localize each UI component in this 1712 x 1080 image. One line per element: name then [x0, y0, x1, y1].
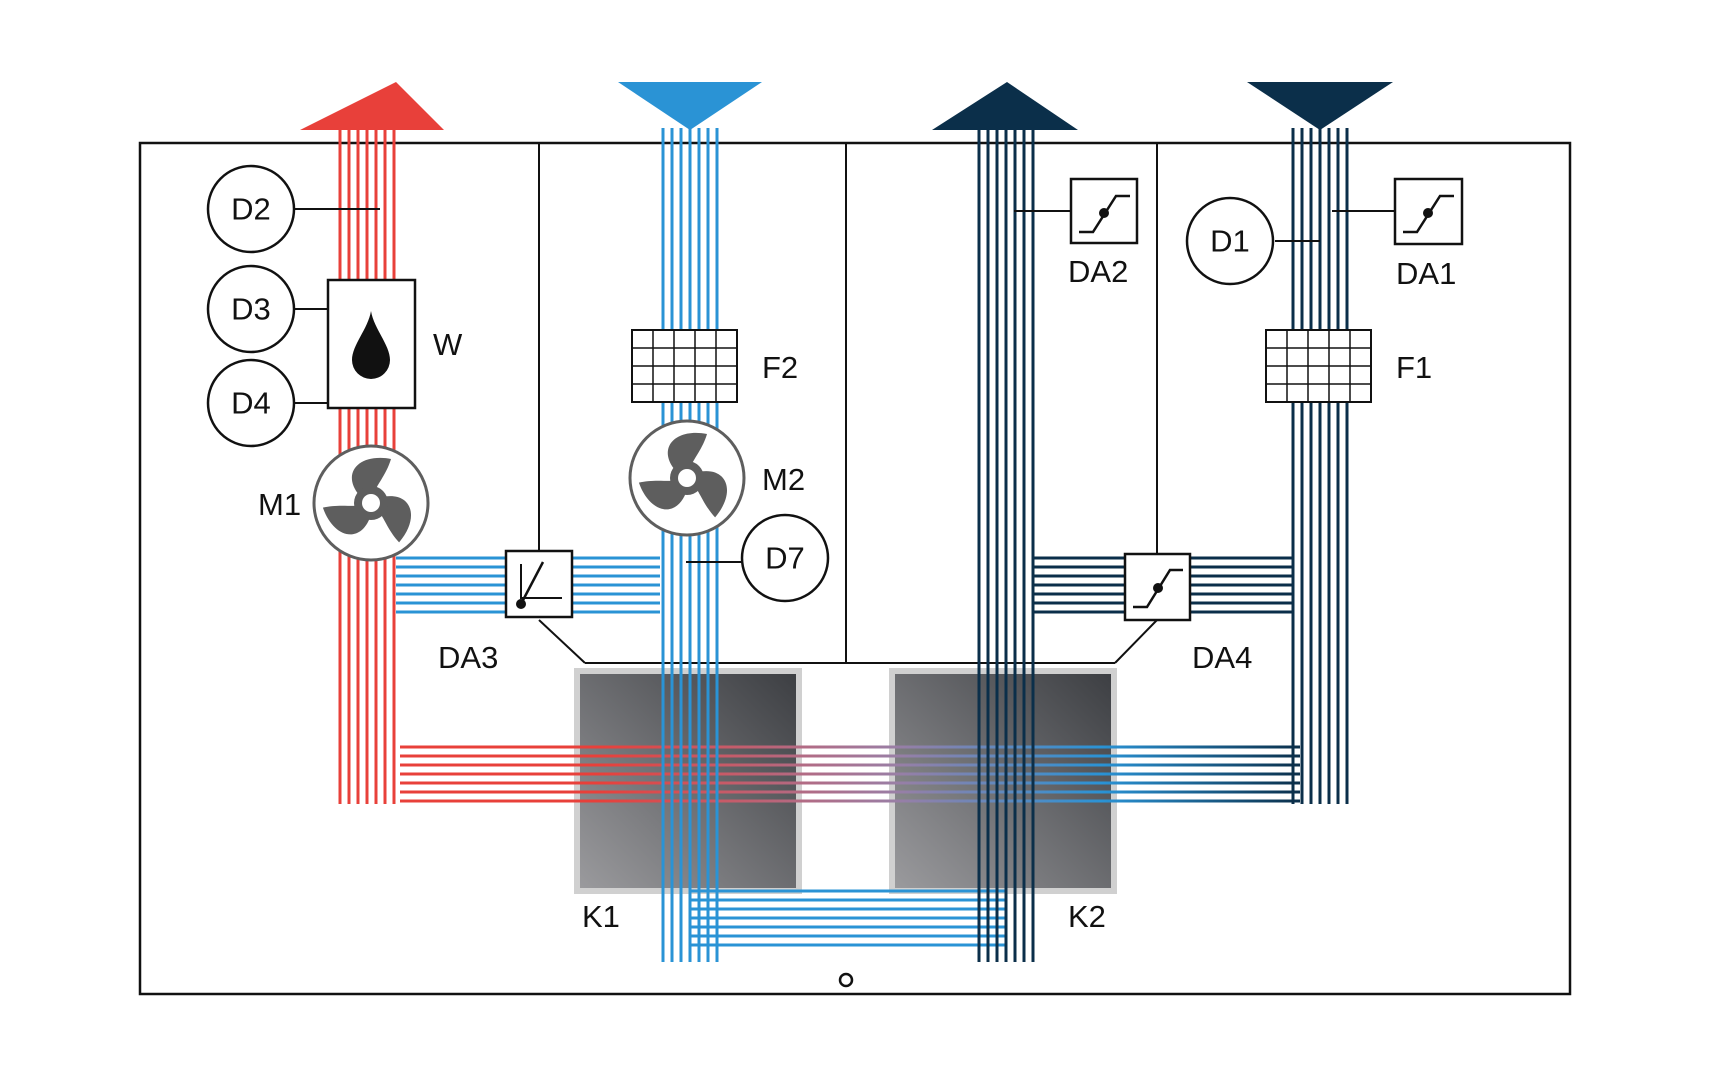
sensor-d2-label: D2	[231, 192, 271, 227]
sensor-d7: D7	[740, 513, 830, 603]
humidifier-label: W	[433, 327, 463, 362]
damper-da1-label: DA1	[1396, 256, 1456, 291]
sensor-d3-label: D3	[231, 292, 271, 327]
damper-da4-label: DA4	[1192, 640, 1252, 675]
water-drop-icon	[352, 311, 390, 379]
fan-m1-label: M1	[258, 487, 301, 522]
humidifier-w	[326, 278, 417, 410]
filter-f1-label: F1	[1396, 350, 1432, 385]
sensor-d1-label: D1	[1210, 224, 1250, 259]
fan-m2	[628, 419, 746, 537]
unit-housing	[138, 141, 1572, 996]
sensor-d4-label: D4	[231, 386, 271, 421]
heat-exchanger-k2	[889, 668, 1117, 894]
filter-f2-label: F2	[762, 350, 798, 385]
damper-da2	[1069, 177, 1139, 245]
fan-m2-label: M2	[762, 462, 805, 497]
sensor-d1: D1	[1185, 196, 1275, 286]
filter-f2	[631, 329, 738, 403]
sensor-d4: D4	[206, 358, 296, 448]
intake-arrow-down-dark-blue	[1247, 82, 1393, 130]
sensor-d2: D2	[206, 164, 296, 254]
damper-da1	[1393, 177, 1464, 246]
filter-f1	[1265, 329, 1372, 403]
air-streams	[338, 128, 1349, 962]
drain-port-icon	[838, 972, 854, 988]
exhaust-arrow-up-dark-blue	[932, 82, 1078, 130]
heat-exchanger-k2-label: K2	[1068, 899, 1106, 934]
damper-da4	[1123, 552, 1192, 622]
damper-da2-label: DA2	[1068, 254, 1128, 289]
damper-da3	[504, 549, 574, 619]
sensor-d3: D3	[206, 264, 296, 354]
heat-exchanger-k1	[574, 668, 802, 894]
sensor-d7-label: D7	[765, 541, 805, 576]
damper-da3-label: DA3	[438, 640, 498, 675]
fan-m1	[312, 444, 430, 562]
heat-exchanger-k1-label: K1	[582, 899, 620, 934]
intake-arrow-down-light-blue	[618, 82, 762, 130]
exhaust-arrow-up-red	[300, 82, 444, 130]
sensor-leaders	[295, 208, 1395, 563]
